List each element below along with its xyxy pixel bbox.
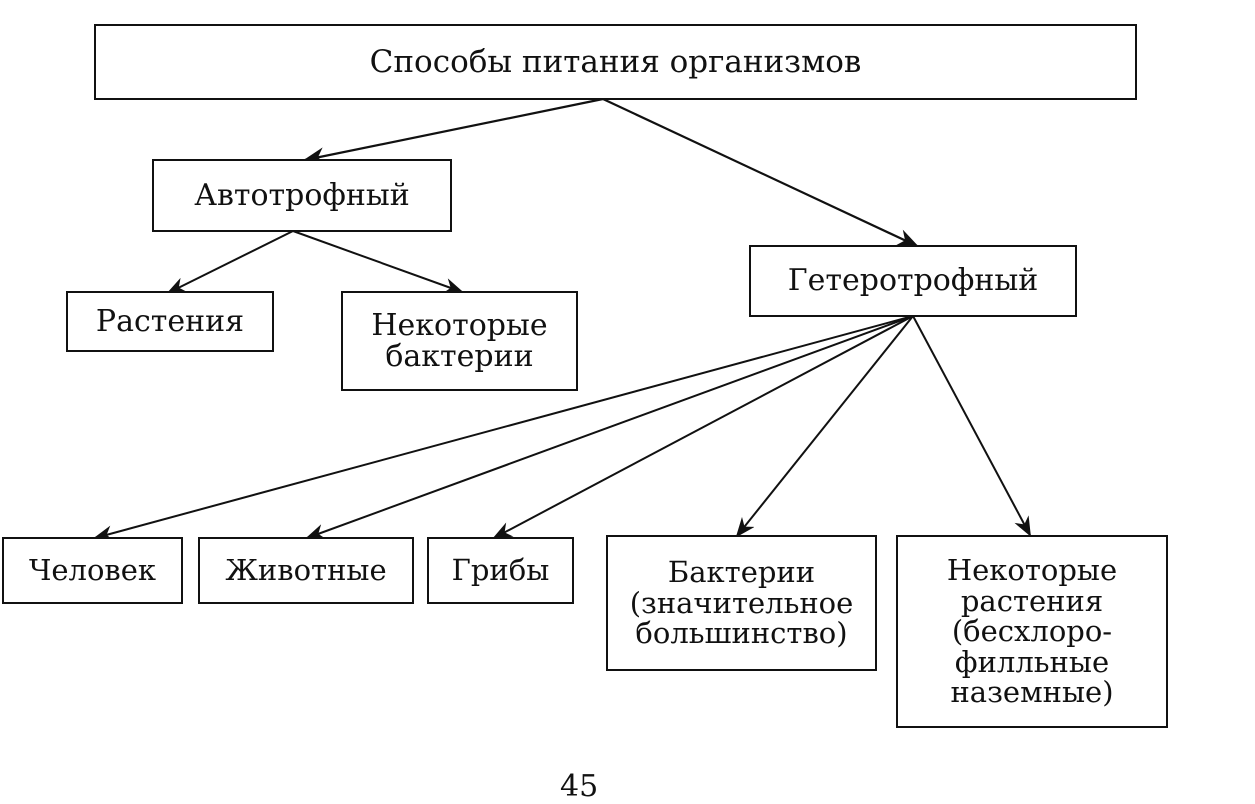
animals-label: Животные: [225, 553, 387, 588]
some-bacteria-node: Некоторые бактерии: [341, 291, 578, 391]
human-label: Человек: [28, 553, 157, 588]
arrow-heterotrophic-to-human: [93, 315, 914, 542]
root-node: Способы питания организмов: [94, 24, 1137, 100]
fungi-label: Грибы: [451, 553, 550, 588]
bacteria-node: Бактерии (значительное большинство): [606, 535, 877, 671]
plants-node: Растения: [66, 291, 274, 352]
arrow-heterotrophic-to-animals: [305, 315, 914, 540]
arrow-root-to-autotrophic: [302, 97, 604, 165]
root-label: Способы питания организмов: [369, 43, 862, 80]
heterotrophic-label: Гетеротрофный: [787, 263, 1039, 299]
arrow-autotrophic-to-plants: [166, 230, 294, 294]
arrow-autotrophic-to-some-bacteria: [292, 230, 464, 294]
arrow-root-to-heterotrophic: [602, 98, 919, 247]
heterotrophic-node: Гетеротрофный: [749, 245, 1077, 317]
autotrophic-node: Автотрофный: [152, 159, 452, 232]
arrow-heterotrophic-to-some-plants: [912, 315, 1031, 537]
autotrophic-label: Автотрофный: [194, 177, 410, 213]
some-bacteria-label: Некоторые бактерии: [371, 307, 548, 374]
bacteria-label: Бактерии (значительное большинство): [629, 555, 854, 651]
arrow-heterotrophic-to-bacteria: [735, 315, 914, 538]
page-number: 45: [560, 769, 599, 804]
human-node: Человек: [2, 537, 183, 604]
some-plants-label: Некоторые растения (бесхлоро- филльные н…: [946, 553, 1118, 710]
animals-node: Животные: [198, 537, 414, 604]
plants-label: Растения: [95, 303, 245, 339]
some-plants-node: Некоторые растения (бесхлоро- филльные н…: [896, 535, 1168, 728]
fungi-node: Грибы: [427, 537, 574, 604]
arrow-heterotrophic-to-fungi: [492, 315, 914, 539]
